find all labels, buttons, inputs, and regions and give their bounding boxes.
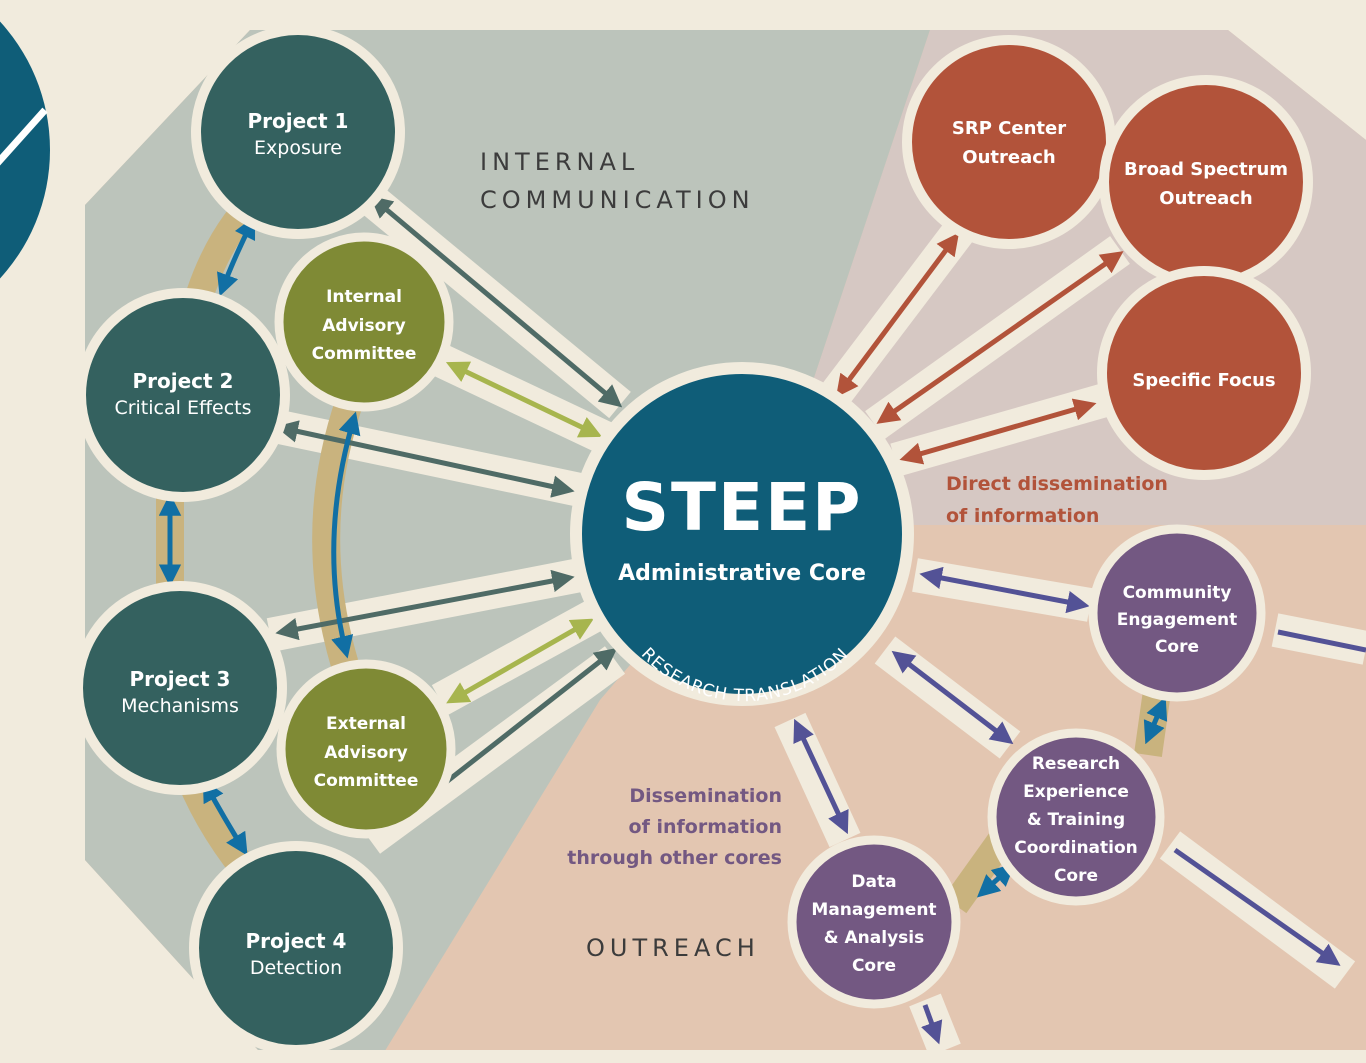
arrow-internal-advisory-core xyxy=(445,361,603,438)
project-1-name: Project 1 xyxy=(248,109,349,133)
outreach-title: OUTREACH xyxy=(586,934,760,962)
arrow-community-out xyxy=(1277,629,1366,653)
arrow-research-out xyxy=(1173,847,1341,966)
external-advisory-node: External Advisory Committee xyxy=(276,659,456,839)
data-line4: Core xyxy=(852,956,896,976)
project-3-name: Project 3 xyxy=(130,667,231,691)
data-line3: & Analysis xyxy=(824,928,924,948)
arrow-data-out xyxy=(921,1004,943,1045)
project-3-node: Project 3 Mechanisms xyxy=(73,581,287,795)
specific-focus-node: Specific Focus xyxy=(1097,266,1311,480)
project-1-topic: Exposure xyxy=(254,137,342,159)
data-management-node: Data Management & Analysis Core xyxy=(787,835,961,1009)
research-line5: Core xyxy=(1054,866,1098,886)
research-line2: Experience xyxy=(1023,782,1129,802)
project-1-node: Project 1 Exposure xyxy=(191,25,405,239)
administrative-core-node: STEEP Administrative Core RESEARCH TRANS… xyxy=(570,362,914,706)
internal-advisory-line1: Internal xyxy=(326,287,402,307)
region-titles: INTERNAL COMMUNICATION OUTREACH xyxy=(480,148,760,962)
arrow-project3-project4 xyxy=(202,779,248,856)
data-line2: Management xyxy=(811,900,936,920)
project-4-node: Project 4 Detection xyxy=(189,841,403,1055)
arrow-project1-project2 xyxy=(216,215,256,297)
community-line1: Community xyxy=(1123,583,1232,603)
other-label-line3: through other cores xyxy=(567,847,782,869)
srp-outreach-line2: Outreach xyxy=(962,147,1055,168)
internal-advisory-line2: Advisory xyxy=(322,316,406,336)
arrow-core-data xyxy=(793,718,849,835)
srp-outreach-line1: SRP Center xyxy=(952,118,1066,139)
arrow-project2-core xyxy=(275,420,575,498)
broad-outreach-node: Broad Spectrum Outreach xyxy=(1099,75,1313,289)
research-experience-node: Research Experience & Training Coordinat… xyxy=(987,728,1165,906)
arrow-internal-external xyxy=(331,411,361,659)
annotations: Direct dissemination of information Diss… xyxy=(567,473,1168,869)
internal-advisory-line3: Committee xyxy=(312,344,417,364)
srp-outreach-node: SRP Center Outreach xyxy=(902,35,1116,249)
external-advisory-line1: External xyxy=(326,714,406,734)
internal-advisory-node: Internal Advisory Committee xyxy=(274,232,454,412)
internal-title-line2: COMMUNICATION xyxy=(480,186,755,214)
research-line1: Research xyxy=(1032,754,1120,774)
arrow-external-advisory-core xyxy=(446,618,594,704)
research-line3: & Training xyxy=(1027,810,1125,830)
project-3-topic: Mechanisms xyxy=(121,695,239,717)
external-advisory-line2: Advisory xyxy=(324,743,408,763)
arrow-core-research xyxy=(891,650,1014,745)
external-advisory-line3: Committee xyxy=(314,771,419,791)
research-line4: Coordination xyxy=(1014,838,1138,858)
community-line2: Engagement xyxy=(1117,610,1238,630)
arrow-research-data xyxy=(976,863,1016,898)
other-label-line1: Dissemination xyxy=(629,785,782,807)
direct-label-line1: Direct dissemination xyxy=(946,473,1168,495)
project-2-node: Project 2 Critical Effects xyxy=(76,288,290,502)
project-2-name: Project 2 xyxy=(133,369,234,393)
project-2-topic: Critical Effects xyxy=(114,397,251,419)
specific-focus-label: Specific Focus xyxy=(1132,370,1275,391)
steep-logo: STEEP xyxy=(621,469,862,546)
arrow-community-research xyxy=(1143,696,1168,745)
arrow-core-broad xyxy=(876,251,1124,424)
community-line3: Core xyxy=(1155,637,1199,657)
community-engagement-node: Community Engagement Core xyxy=(1088,524,1266,702)
arrow-project3-core xyxy=(275,569,575,641)
project-4-topic: Detection xyxy=(250,957,342,979)
broad-outreach-line2: Outreach xyxy=(1159,188,1252,209)
arrow-core-specific xyxy=(899,398,1097,465)
arrow-core-community xyxy=(919,566,1090,614)
administrative-core-title: Administrative Core xyxy=(618,561,866,586)
other-label-line2: of information xyxy=(629,816,782,838)
data-line1: Data xyxy=(851,872,896,892)
direct-label-line2: of information xyxy=(946,505,1099,527)
internal-title-line1: INTERNAL xyxy=(480,148,639,176)
corner-ornament xyxy=(0,21,50,279)
broad-outreach-line1: Broad Spectrum xyxy=(1124,159,1288,180)
project-4-name: Project 4 xyxy=(246,929,347,953)
